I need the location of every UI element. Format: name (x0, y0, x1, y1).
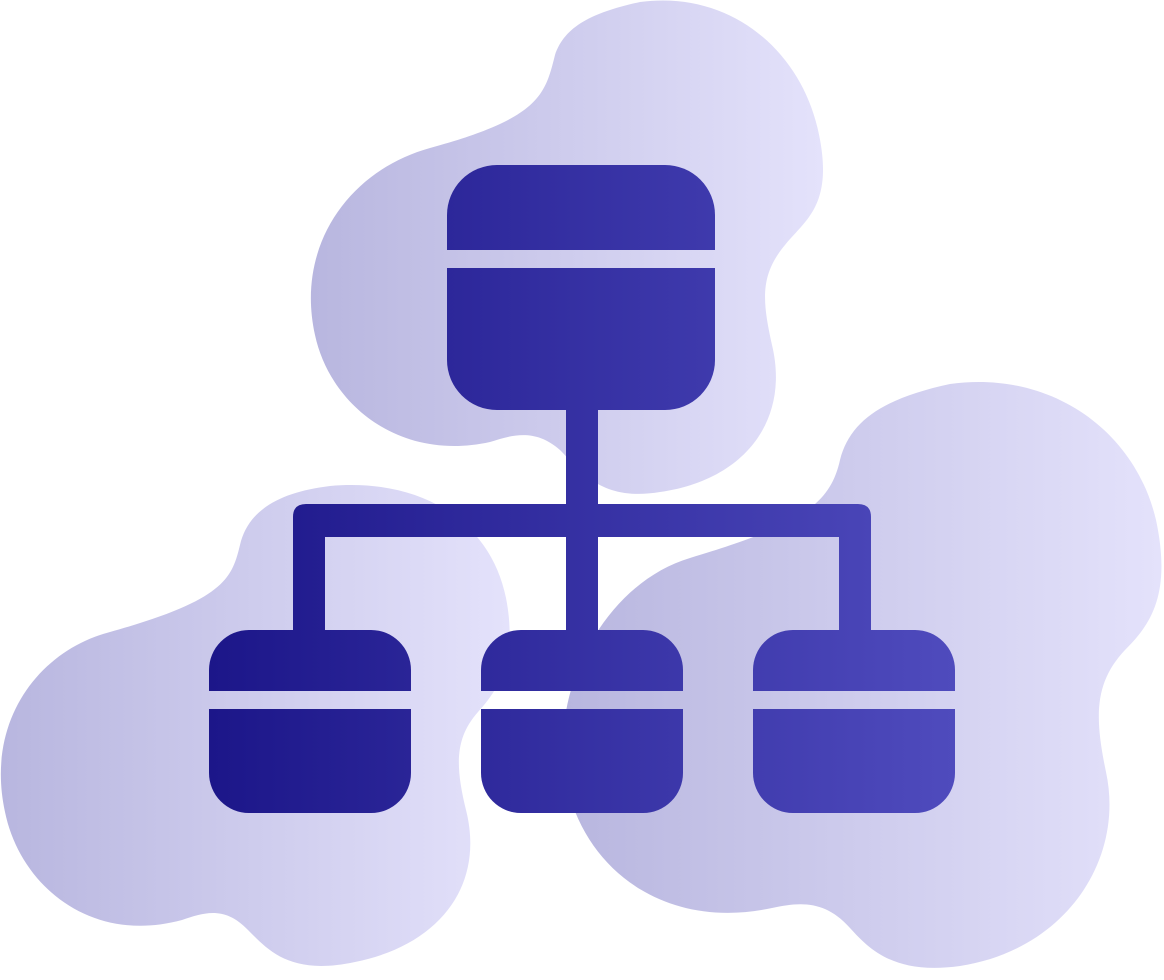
root-node-body (447, 268, 715, 410)
connector-lines (293, 408, 871, 630)
child-node-center-header (481, 630, 683, 691)
child-node-right (753, 630, 955, 813)
child-node-left-body (209, 709, 411, 813)
child-node-center-body (481, 709, 683, 813)
child-node-left (209, 630, 411, 813)
child-node-right-body (753, 709, 955, 813)
root-node-header (447, 165, 715, 250)
child-node-right-header (753, 630, 955, 691)
child-node-left-header (209, 630, 411, 691)
connector-crossbar (293, 504, 871, 630)
child-node-center (481, 630, 683, 813)
root-node (447, 165, 715, 410)
